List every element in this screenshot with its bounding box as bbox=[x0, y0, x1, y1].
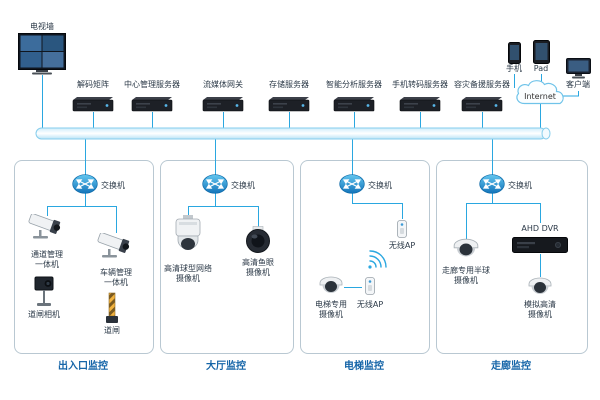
switch-label-corridor: 交换机 bbox=[508, 181, 532, 190]
server-label-analysis: 智能分析服务器 bbox=[326, 80, 382, 89]
server-label-storage: 存储服务器 bbox=[269, 80, 309, 89]
server-label-management: 中心管理服务器 bbox=[124, 80, 180, 89]
tv-wall-icon bbox=[18, 33, 66, 75]
wireless-ap-bottom-icon bbox=[365, 277, 375, 295]
desktop-client-icon bbox=[566, 58, 591, 79]
decoder-server-icon bbox=[72, 97, 114, 112]
zone-corridor bbox=[436, 160, 588, 354]
wifi-waves-icon bbox=[368, 250, 387, 269]
storage-server-icon bbox=[268, 97, 310, 112]
dvr-label: AHD DVR bbox=[521, 224, 559, 235]
switch-icon-entrance bbox=[72, 174, 98, 194]
switch-label-lobby: 交换机 bbox=[231, 181, 255, 190]
elevator-camera-label: 电梯专用摄像机 bbox=[312, 300, 350, 321]
wireless-ap-top-label: 无线AP bbox=[388, 241, 416, 250]
ptz-camera-label: 高清球型网络摄像机 bbox=[162, 264, 214, 285]
channel-allinone-camera-icon bbox=[28, 214, 61, 239]
barrier-gate-icon bbox=[106, 292, 118, 323]
management-server-icon bbox=[131, 97, 173, 112]
channel-allinone-label: 通道管理一体机 bbox=[28, 250, 66, 271]
server-label-streaming: 流媒体网关 bbox=[203, 80, 243, 89]
barrier-camera-icon bbox=[34, 276, 54, 306]
zone-title-lobby: 大厅监控 bbox=[206, 361, 246, 372]
barrier-camera-label: 道闸相机 bbox=[28, 310, 60, 319]
zone-elevator bbox=[300, 160, 430, 354]
switch-label-elevator: 交换机 bbox=[368, 181, 392, 190]
switch-icon-corridor bbox=[479, 174, 505, 194]
server-label-backup: 容灾备援服务器 bbox=[454, 80, 510, 89]
switch-icon-elevator bbox=[339, 174, 365, 194]
internet-cloud-icon bbox=[516, 80, 564, 105]
zone-lobby bbox=[160, 160, 294, 354]
switch-label-entrance: 交换机 bbox=[101, 181, 125, 190]
vehicle-allinone-camera-icon bbox=[97, 233, 130, 258]
barrier-gate-label: 道闸 bbox=[104, 326, 120, 335]
desktop-client-label: 客户端 bbox=[566, 80, 590, 91]
transcode-server-icon bbox=[399, 97, 441, 112]
pad-icon bbox=[533, 40, 550, 64]
wireless-ap-top-icon bbox=[397, 220, 407, 238]
server-label-decoder: 解码矩阵 bbox=[77, 80, 109, 89]
zone-title-entrance: 出入口监控 bbox=[58, 361, 108, 372]
fisheye-camera-icon bbox=[246, 226, 270, 253]
wireless-ap-bottom-label: 无线AP bbox=[356, 300, 384, 309]
ptz-camera-icon bbox=[175, 215, 201, 250]
pad-label: Pad bbox=[533, 64, 549, 75]
tv-wall-label: 电视墙 bbox=[30, 22, 54, 31]
streaming-gateway-icon bbox=[202, 97, 244, 112]
corridor-dome-camera-icon bbox=[453, 238, 479, 257]
phone-label: 手机 bbox=[506, 64, 522, 75]
fisheye-camera-label: 高清鱼眼摄像机 bbox=[239, 258, 277, 279]
corridor-dome-camera-label: 走廊专用半球摄像机 bbox=[440, 266, 492, 287]
vehicle-allinone-label: 车辆管理一体机 bbox=[97, 268, 135, 289]
analog-camera-icon bbox=[528, 277, 552, 294]
internet-label: Internet bbox=[524, 92, 556, 101]
zone-title-elevator: 电梯监控 bbox=[344, 361, 384, 372]
switch-icon-lobby bbox=[202, 174, 228, 194]
dvr-icon bbox=[512, 237, 568, 253]
elevator-camera-icon bbox=[319, 276, 343, 293]
backup-server-icon bbox=[461, 97, 503, 112]
phone-icon bbox=[508, 42, 521, 64]
analog-camera-label: 模拟高清摄像机 bbox=[521, 300, 559, 321]
zone-title-corridor: 走廊监控 bbox=[491, 361, 531, 372]
analysis-server-icon bbox=[333, 97, 375, 112]
server-label-transcode: 手机转码服务器 bbox=[392, 80, 448, 89]
